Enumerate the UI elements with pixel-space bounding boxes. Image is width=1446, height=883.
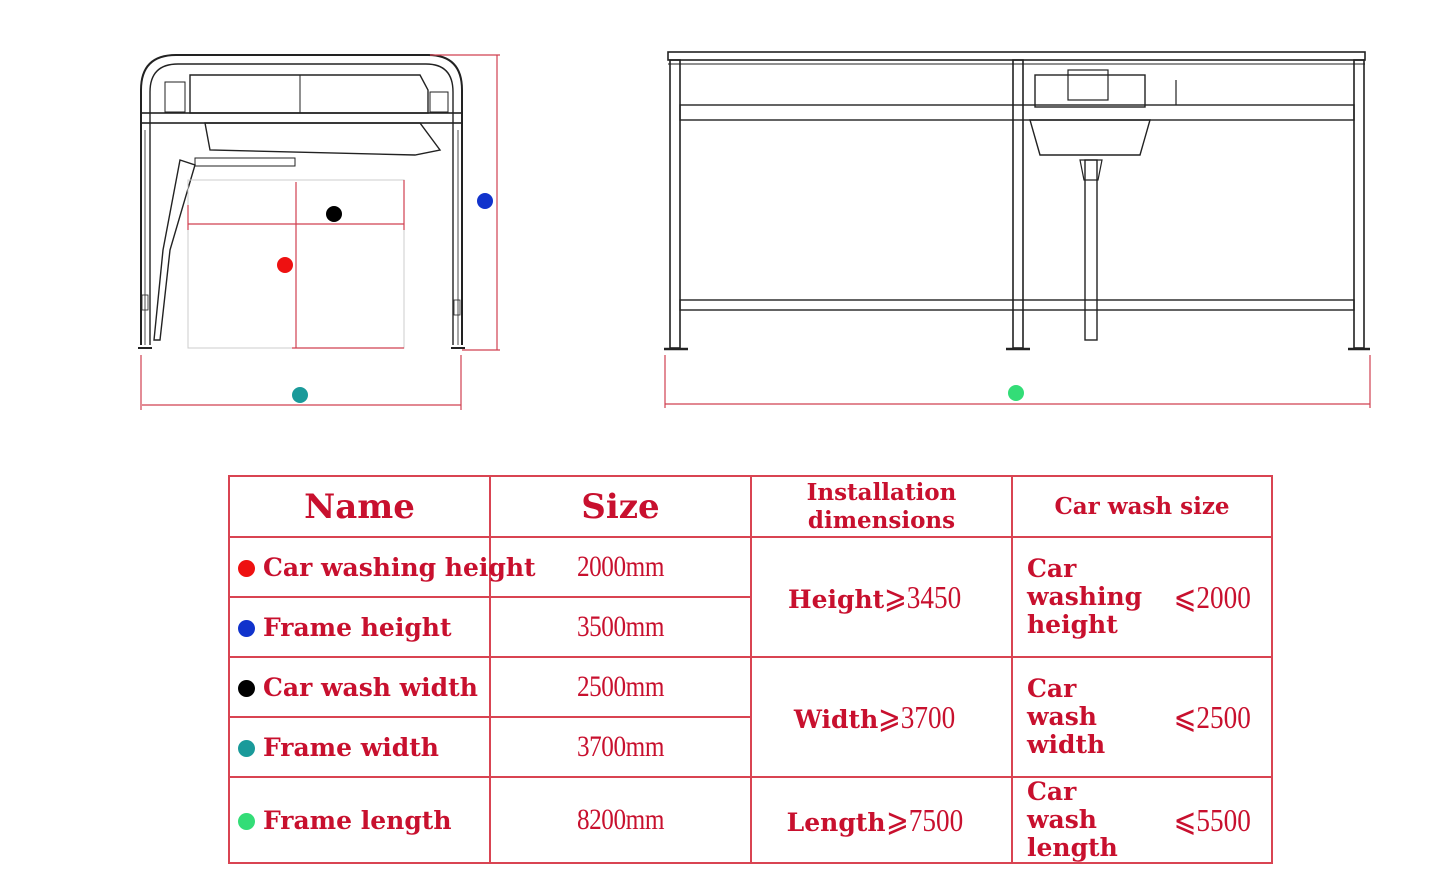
row-name-cell: Car wash width: [228, 656, 491, 718]
teal-dot-marker: [292, 387, 308, 403]
row-name: Car wash width: [263, 672, 478, 702]
installation-label: Width: [793, 705, 879, 734]
car-wash-width-cell: Car wash width ⩽2500: [1011, 656, 1273, 778]
car-wash-label: Car wash width: [1027, 674, 1106, 759]
black-dot-marker: [326, 206, 342, 222]
installation-value: ⩾3700: [878, 699, 956, 735]
installation-label: Height: [787, 585, 885, 614]
row-size: 8200mm: [510, 776, 731, 864]
table-row: Car washing height 2000mm Height⩾3450 Ca…: [228, 536, 1273, 658]
car-wash-value: ⩽5500: [1173, 802, 1251, 838]
row-name: Frame width: [263, 732, 439, 762]
installation-value: ⩾3450: [884, 579, 962, 615]
row-name-cell: Car washing height: [228, 536, 536, 598]
row-name: Car washing height: [263, 552, 536, 582]
header-car-wash-size: Car wash size: [1011, 475, 1273, 538]
red-dot-marker: [277, 257, 293, 273]
car-wash-label: Car washing height: [1027, 554, 1143, 639]
car-wash-height-cell: Car washing height ⩽2000: [1011, 536, 1273, 658]
car-wash-label: Car wash length: [1027, 777, 1118, 862]
row-size: 3500mm: [510, 596, 731, 658]
table-row: Frame height 3500mm: [228, 596, 1272, 658]
green-dot-marker: [1008, 385, 1024, 401]
table-row: Car wash width 2500mm Width⩾3700 Car was…: [228, 656, 1273, 778]
row-name: Frame height: [263, 612, 452, 642]
front-view: [138, 54, 465, 349]
blue-dot-marker: [477, 193, 493, 209]
teal-dot-icon: [238, 739, 255, 757]
row-name-cell: Frame length: [228, 776, 491, 864]
black-dot-icon: [238, 679, 255, 697]
installation-width-cell: Width⩾3700: [750, 656, 1013, 778]
side-dimensions: [664, 355, 1371, 408]
table-row: Frame width 3700mm: [228, 716, 1272, 778]
installation-value: ⩾7500: [885, 802, 963, 838]
technical-drawing: [138, 51, 1371, 410]
row-size: 2000mm: [510, 536, 731, 598]
table-row: Frame length 8200mm Length⩾7500 Car wash…: [228, 776, 1273, 864]
car-wash-value: ⩽2000: [1173, 579, 1251, 615]
installation-height-cell: Height⩾3450: [750, 536, 1013, 658]
installation-length-cell: Length⩾7500: [750, 776, 1013, 864]
row-name: Frame length: [263, 805, 452, 835]
spec-table: Name Size Installation dimensions Car wa…: [228, 475, 1273, 864]
header-installation: Installation dimensions: [750, 475, 1013, 538]
red-dot-icon: [238, 559, 255, 577]
row-name-cell: Frame height: [228, 596, 491, 658]
row-size: 3700mm: [510, 716, 731, 778]
blue-dot-icon: [238, 619, 255, 637]
row-size: 2500mm: [510, 656, 731, 718]
green-dot-icon: [238, 812, 255, 830]
car-wash-length-cell: Car wash length ⩽5500: [1011, 776, 1273, 864]
row-name-cell: Frame width: [228, 716, 491, 778]
front-dimensions: [140, 54, 500, 410]
car-wash-value: ⩽2500: [1173, 699, 1251, 735]
table-header-row: Name Size Installation dimensions Car wa…: [228, 475, 1273, 538]
side-view: [664, 51, 1370, 351]
header-name: Name: [228, 475, 491, 538]
installation-label: Length: [786, 808, 886, 837]
header-size: Size: [489, 475, 752, 538]
